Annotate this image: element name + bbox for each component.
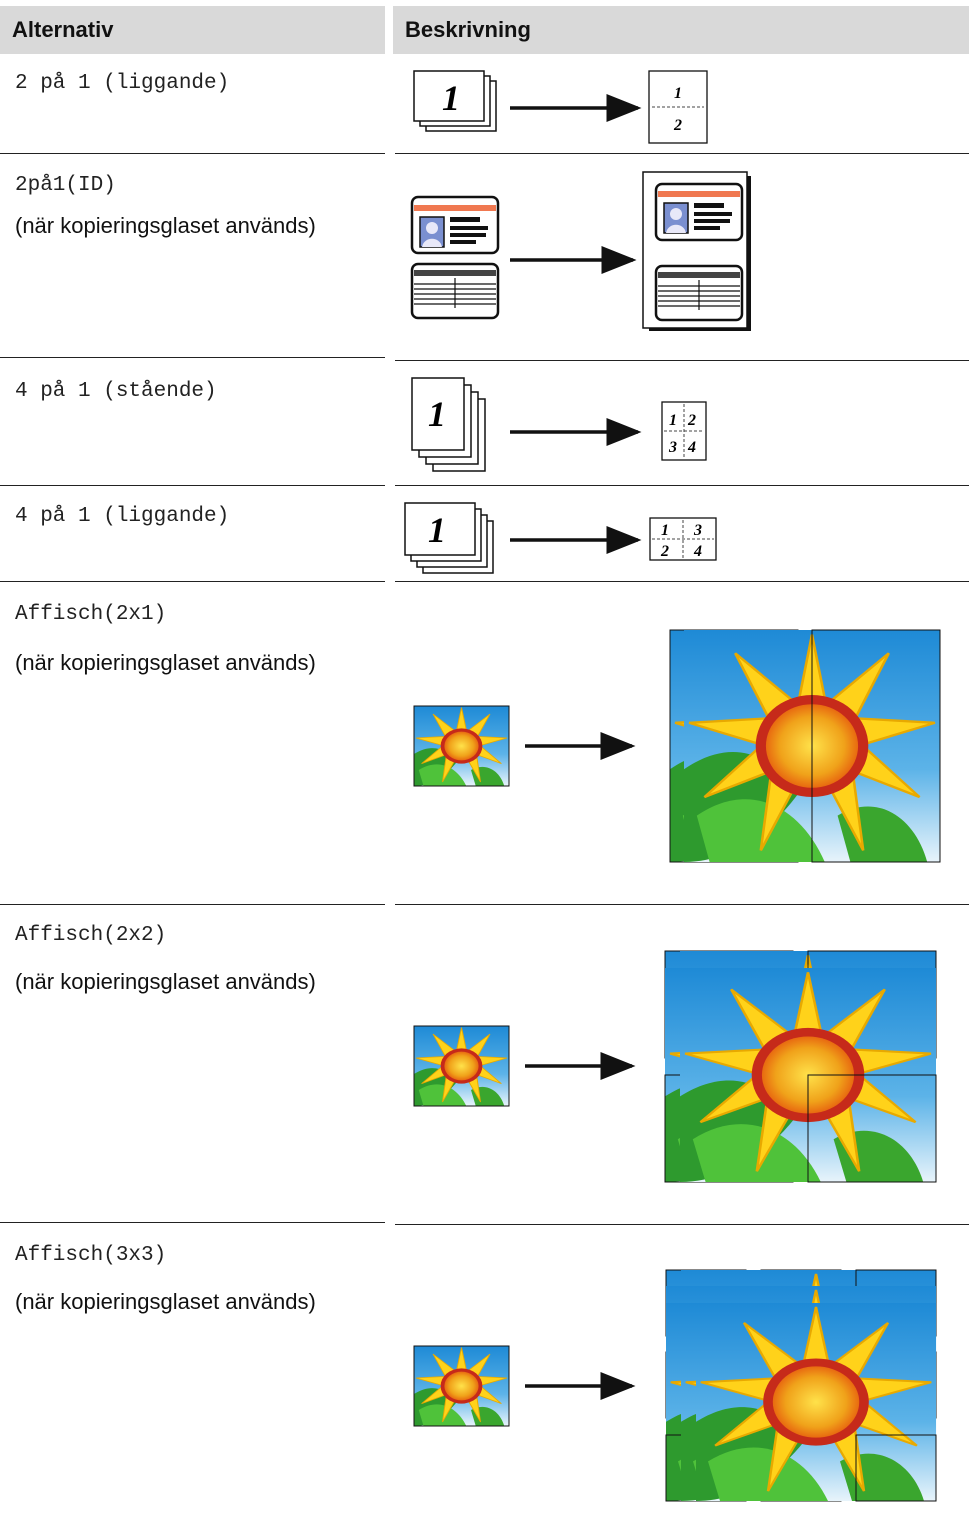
- row-divider: [395, 485, 969, 486]
- option-note: (när kopieringsglaset används): [15, 213, 316, 238]
- option-label: Affisch(2x1): [15, 603, 167, 626]
- option-label: Affisch(2x2): [15, 924, 167, 947]
- option-note: (när kopieringsglaset används): [15, 969, 316, 994]
- table-header: Alternativ Beskrivning: [0, 0, 969, 60]
- illustration-poster-2x1: [413, 628, 942, 864]
- illustration-poster-3x3: [413, 1268, 938, 1503]
- page-number: 1: [669, 412, 677, 429]
- illustration-poster-2x2: [413, 949, 938, 1184]
- option-note: (när kopieringsglaset används): [15, 650, 316, 675]
- row-divider: [395, 581, 969, 582]
- option-note: (när kopieringsglaset används): [15, 1289, 316, 1314]
- page-number: 2: [660, 543, 669, 560]
- row-divider: [395, 1224, 969, 1225]
- row-divider: [395, 153, 969, 154]
- row-divider: [0, 581, 385, 582]
- option-label: Affisch(3x3): [15, 1244, 167, 1267]
- page-number: 3: [668, 439, 677, 456]
- illustration-2in1-landscape: 1 1 2: [413, 70, 708, 144]
- row-divider: [395, 360, 969, 361]
- illustration-2in1-id: [410, 171, 751, 331]
- illustration-4in1-landscape: 1 1 3 2 4: [404, 502, 717, 574]
- option-label: 4 på 1 (liggande): [15, 505, 230, 528]
- page-number: 3: [693, 522, 702, 539]
- option-label: 2på1(ID): [15, 174, 116, 197]
- page-number: 1: [428, 394, 446, 434]
- option-label: 2 på 1 (liggande): [15, 72, 230, 95]
- page-number: 4: [693, 543, 702, 560]
- page-number: 1: [428, 510, 446, 550]
- page-number: 2: [687, 412, 696, 429]
- page-number: 1: [674, 85, 682, 102]
- page-number: 1: [442, 78, 460, 118]
- column-header-beskrivning: Beskrivning: [393, 6, 969, 54]
- row-divider: [0, 357, 385, 358]
- row-divider: [395, 904, 969, 905]
- page-number: 1: [661, 522, 669, 539]
- page-number: 2: [673, 117, 682, 134]
- row-divider: [0, 904, 385, 905]
- page-number: 4: [687, 439, 696, 456]
- column-header-alternativ: Alternativ: [0, 6, 385, 54]
- illustration-4in1-portrait: 1 1 2 3 4: [411, 377, 707, 472]
- row-divider: [0, 485, 385, 486]
- option-label: 4 på 1 (stående): [15, 380, 217, 403]
- row-divider: [0, 153, 385, 154]
- row-divider: [0, 1222, 385, 1223]
